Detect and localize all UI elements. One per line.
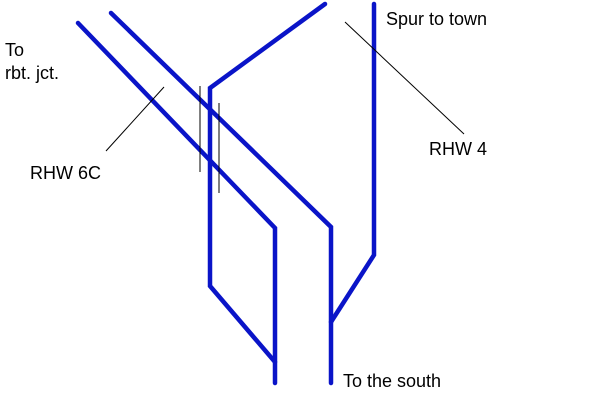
rhw-4-label: RHW 4 xyxy=(429,139,487,159)
to-the-south-label: To the south xyxy=(343,371,442,391)
rhw-6c-west-road xyxy=(75,20,278,386)
spur-to-town-road xyxy=(207,1,328,365)
rhw-6c-east-road xyxy=(108,10,334,386)
rhw-4-road xyxy=(328,1,377,325)
to-rbt-jct-label-line1: To xyxy=(5,40,25,60)
spur-to-town-label: Spur to town xyxy=(386,9,488,29)
rhw-6c-label: RHW 6C xyxy=(30,163,101,183)
rhw-4-leader-line xyxy=(344,21,465,135)
to-rbt-jct-label-line2: rbt. jct. xyxy=(5,63,60,83)
rhw-6c-leader-line xyxy=(105,86,165,152)
